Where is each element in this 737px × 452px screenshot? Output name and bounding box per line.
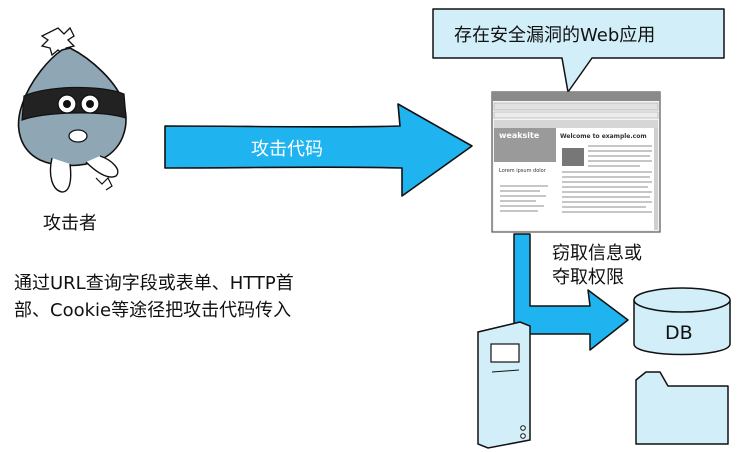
browser-sidebar-text: Lorem ipsum dolor [499,168,546,174]
description-line-2: 部、Cookie等途径把攻击代码传入 [14,300,292,321]
callout-text: 存在安全漏洞的Web应用 [454,25,656,46]
attacker-figure [17,26,127,193]
browser-welcome: Welcome to example.com [560,133,647,140]
browser-window [491,91,661,233]
steal-label-line-1: 窃取信息或 [552,243,642,264]
server-icon [477,321,531,449]
db-label: DB [665,322,693,344]
attack-arrow-label: 攻击代码 [251,139,323,160]
callout-bubble [432,8,725,93]
browser-site-name: weaksite [499,131,540,140]
folder-icon [635,371,729,445]
steal-label-line-2: 夺取权限 [552,267,624,288]
attacker-label: 攻击者 [43,213,97,234]
database-icon [633,287,731,356]
description-line-1: 通过URL查询字段或表单、HTTP首 [14,273,294,294]
attack-arrow [164,103,473,197]
steal-arrow [513,233,629,351]
